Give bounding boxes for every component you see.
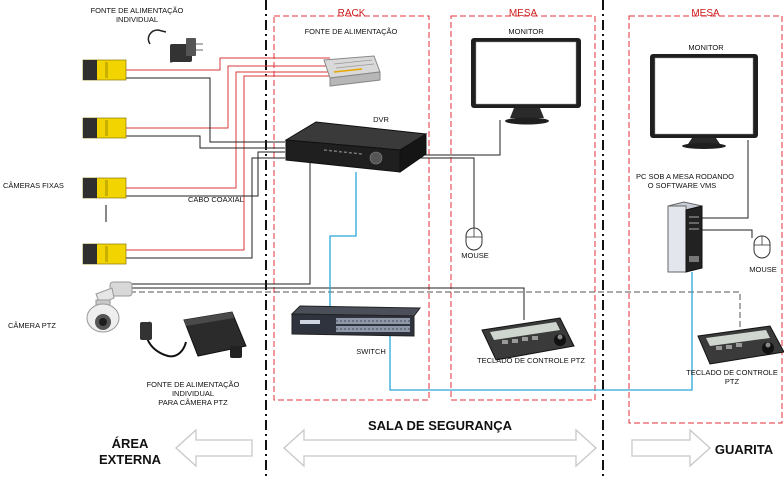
power-cables	[126, 57, 330, 251]
fixed-camera-4-icon	[82, 243, 127, 265]
arrow-guarita	[631, 428, 711, 468]
label-fonte-ptz: FONTE DE ALIMENTAÇÃO INDIVIDUAL PARA CÂM…	[138, 380, 248, 407]
arrow-sala	[283, 428, 597, 468]
label-fonte-individual-line2: INDIVIDUAL	[115, 15, 159, 24]
mouse-seguranca-icon	[465, 227, 483, 251]
label-pc: PC SOB A MESA RODANDO O SOFTWARE VMS	[636, 172, 734, 190]
monitor-seguranca-icon	[471, 38, 581, 125]
label-monitor-seguranca: MONITOR	[508, 27, 544, 36]
label-pc-line1: PC SOB A MESA RODANDO	[636, 172, 734, 181]
zone-rack-title: RACK	[337, 8, 366, 19]
fixed-camera-1-icon	[82, 59, 127, 81]
area-sala-title: SALA DE SEGURANÇA	[368, 418, 512, 433]
fixed-camera-3-icon	[82, 177, 127, 199]
area-externa-title: ÁREA EXTERNA	[94, 436, 166, 468]
power-adapter-icon	[147, 29, 203, 62]
zone-mesa-guarita-title: MESA	[691, 8, 720, 19]
network-switch-icon	[290, 305, 421, 337]
area-guarita-title: GUARITA	[714, 442, 774, 457]
label-cabo-coaxial: CABO COAXIAL	[188, 195, 244, 204]
label-fonte-individual: FONTE DE ALIMENTAÇÃO INDIVIDUAL	[82, 6, 192, 24]
label-camera-ptz: CÂMERA PTZ	[8, 321, 56, 330]
label-switch: SWITCH	[356, 347, 386, 356]
label-fonte-ptz-line2: INDIVIDUAL	[171, 389, 215, 398]
ptz-keyboard-guarita-icon	[697, 325, 784, 365]
label-teclado-guarita-line1: TECLADO DE CONTROLE	[686, 368, 778, 377]
label-dvr: DVR	[373, 115, 389, 124]
fixed-camera-2-icon	[82, 117, 127, 139]
mesa-guarita-zone	[628, 15, 783, 424]
label-teclado-guarita-line2: PTZ	[724, 377, 740, 386]
label-fonte-rack: FONTE DE ALIMENTAÇÃO	[304, 27, 398, 36]
label-teclado-guarita: TECLADO DE CONTROLE PTZ	[684, 368, 780, 386]
network-cables	[329, 172, 693, 391]
zone-mesa-seguranca-title: MESA	[508, 8, 538, 19]
ptz-power-adapter-icon	[140, 311, 247, 358]
monitor-guarita-icon	[650, 54, 758, 149]
mouse-guarita-icon	[753, 235, 771, 259]
ptz-camera-icon	[86, 281, 133, 333]
area-externa-line1: ÁREA	[111, 436, 149, 451]
coax-cables	[126, 45, 753, 320]
ptz-dashed-cable	[130, 291, 741, 330]
mesa-seguranca-zone	[450, 15, 596, 401]
label-fonte-individual-line1: FONTE DE ALIMENTAÇÃO	[90, 6, 184, 15]
arrow-externa	[175, 428, 253, 468]
label-monitor-guarita: MONITOR	[688, 43, 724, 52]
label-mouse-seguranca: MOUSE	[461, 251, 489, 260]
label-cameras-fixas: CÂMERAS FIXAS	[3, 181, 64, 190]
label-teclado-seguranca: TECLADO DE CONTROLE PTZ	[477, 356, 585, 365]
dvr-icon	[284, 121, 428, 173]
pc-tower-icon	[667, 201, 703, 273]
label-mouse-guarita: MOUSE	[749, 265, 777, 274]
ptz-keyboard-seguranca-icon	[481, 317, 575, 361]
area-externa-line2: EXTERNA	[98, 452, 162, 467]
label-fonte-ptz-line3: PARA CÂMERA PTZ	[158, 398, 228, 407]
rack-power-supply-icon	[323, 55, 381, 87]
rack-zone	[273, 15, 430, 401]
label-pc-line2: O SOFTWARE VMS	[647, 181, 717, 190]
label-fonte-ptz-line1: FONTE DE ALIMENTAÇÃO	[146, 380, 240, 389]
